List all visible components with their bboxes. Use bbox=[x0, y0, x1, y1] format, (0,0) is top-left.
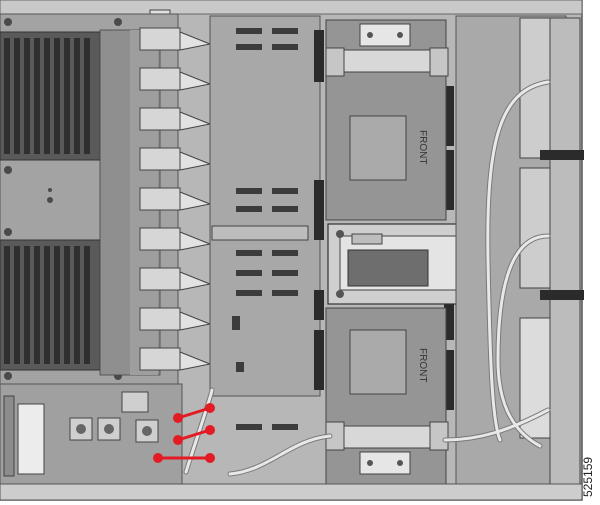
front-label-bottom: FRONT bbox=[417, 348, 428, 382]
marker bbox=[205, 425, 215, 435]
cables-highlight bbox=[184, 80, 550, 476]
top-rail bbox=[0, 0, 583, 15]
right-connectors bbox=[519, 17, 584, 489]
marker bbox=[173, 435, 183, 445]
figure-number: 525159 bbox=[581, 457, 595, 497]
marker-link-2 bbox=[177, 428, 211, 442]
mid-board-sockets bbox=[232, 28, 298, 430]
front-label-top: FRONT bbox=[417, 130, 428, 164]
marker-link-1 bbox=[177, 406, 211, 420]
bottom-rail bbox=[0, 483, 583, 501]
bottom-left-parts bbox=[3, 391, 159, 477]
front-module-top: FRONT bbox=[325, 19, 449, 221]
mid-board bbox=[209, 15, 321, 397]
marker bbox=[205, 453, 215, 463]
heatsink-top bbox=[0, 31, 101, 161]
marker bbox=[153, 453, 163, 463]
connector-column bbox=[139, 27, 212, 371]
front-module-bottom: FRONT bbox=[325, 307, 449, 489]
marker bbox=[205, 403, 215, 413]
riser-card bbox=[17, 403, 45, 475]
marker bbox=[173, 413, 183, 423]
center-bay bbox=[327, 223, 473, 305]
highlight-markers bbox=[153, 403, 215, 463]
figure-number-text: 525159 bbox=[581, 457, 595, 497]
heatsink-bottom bbox=[0, 239, 101, 371]
mid-board-bracket bbox=[211, 225, 309, 241]
